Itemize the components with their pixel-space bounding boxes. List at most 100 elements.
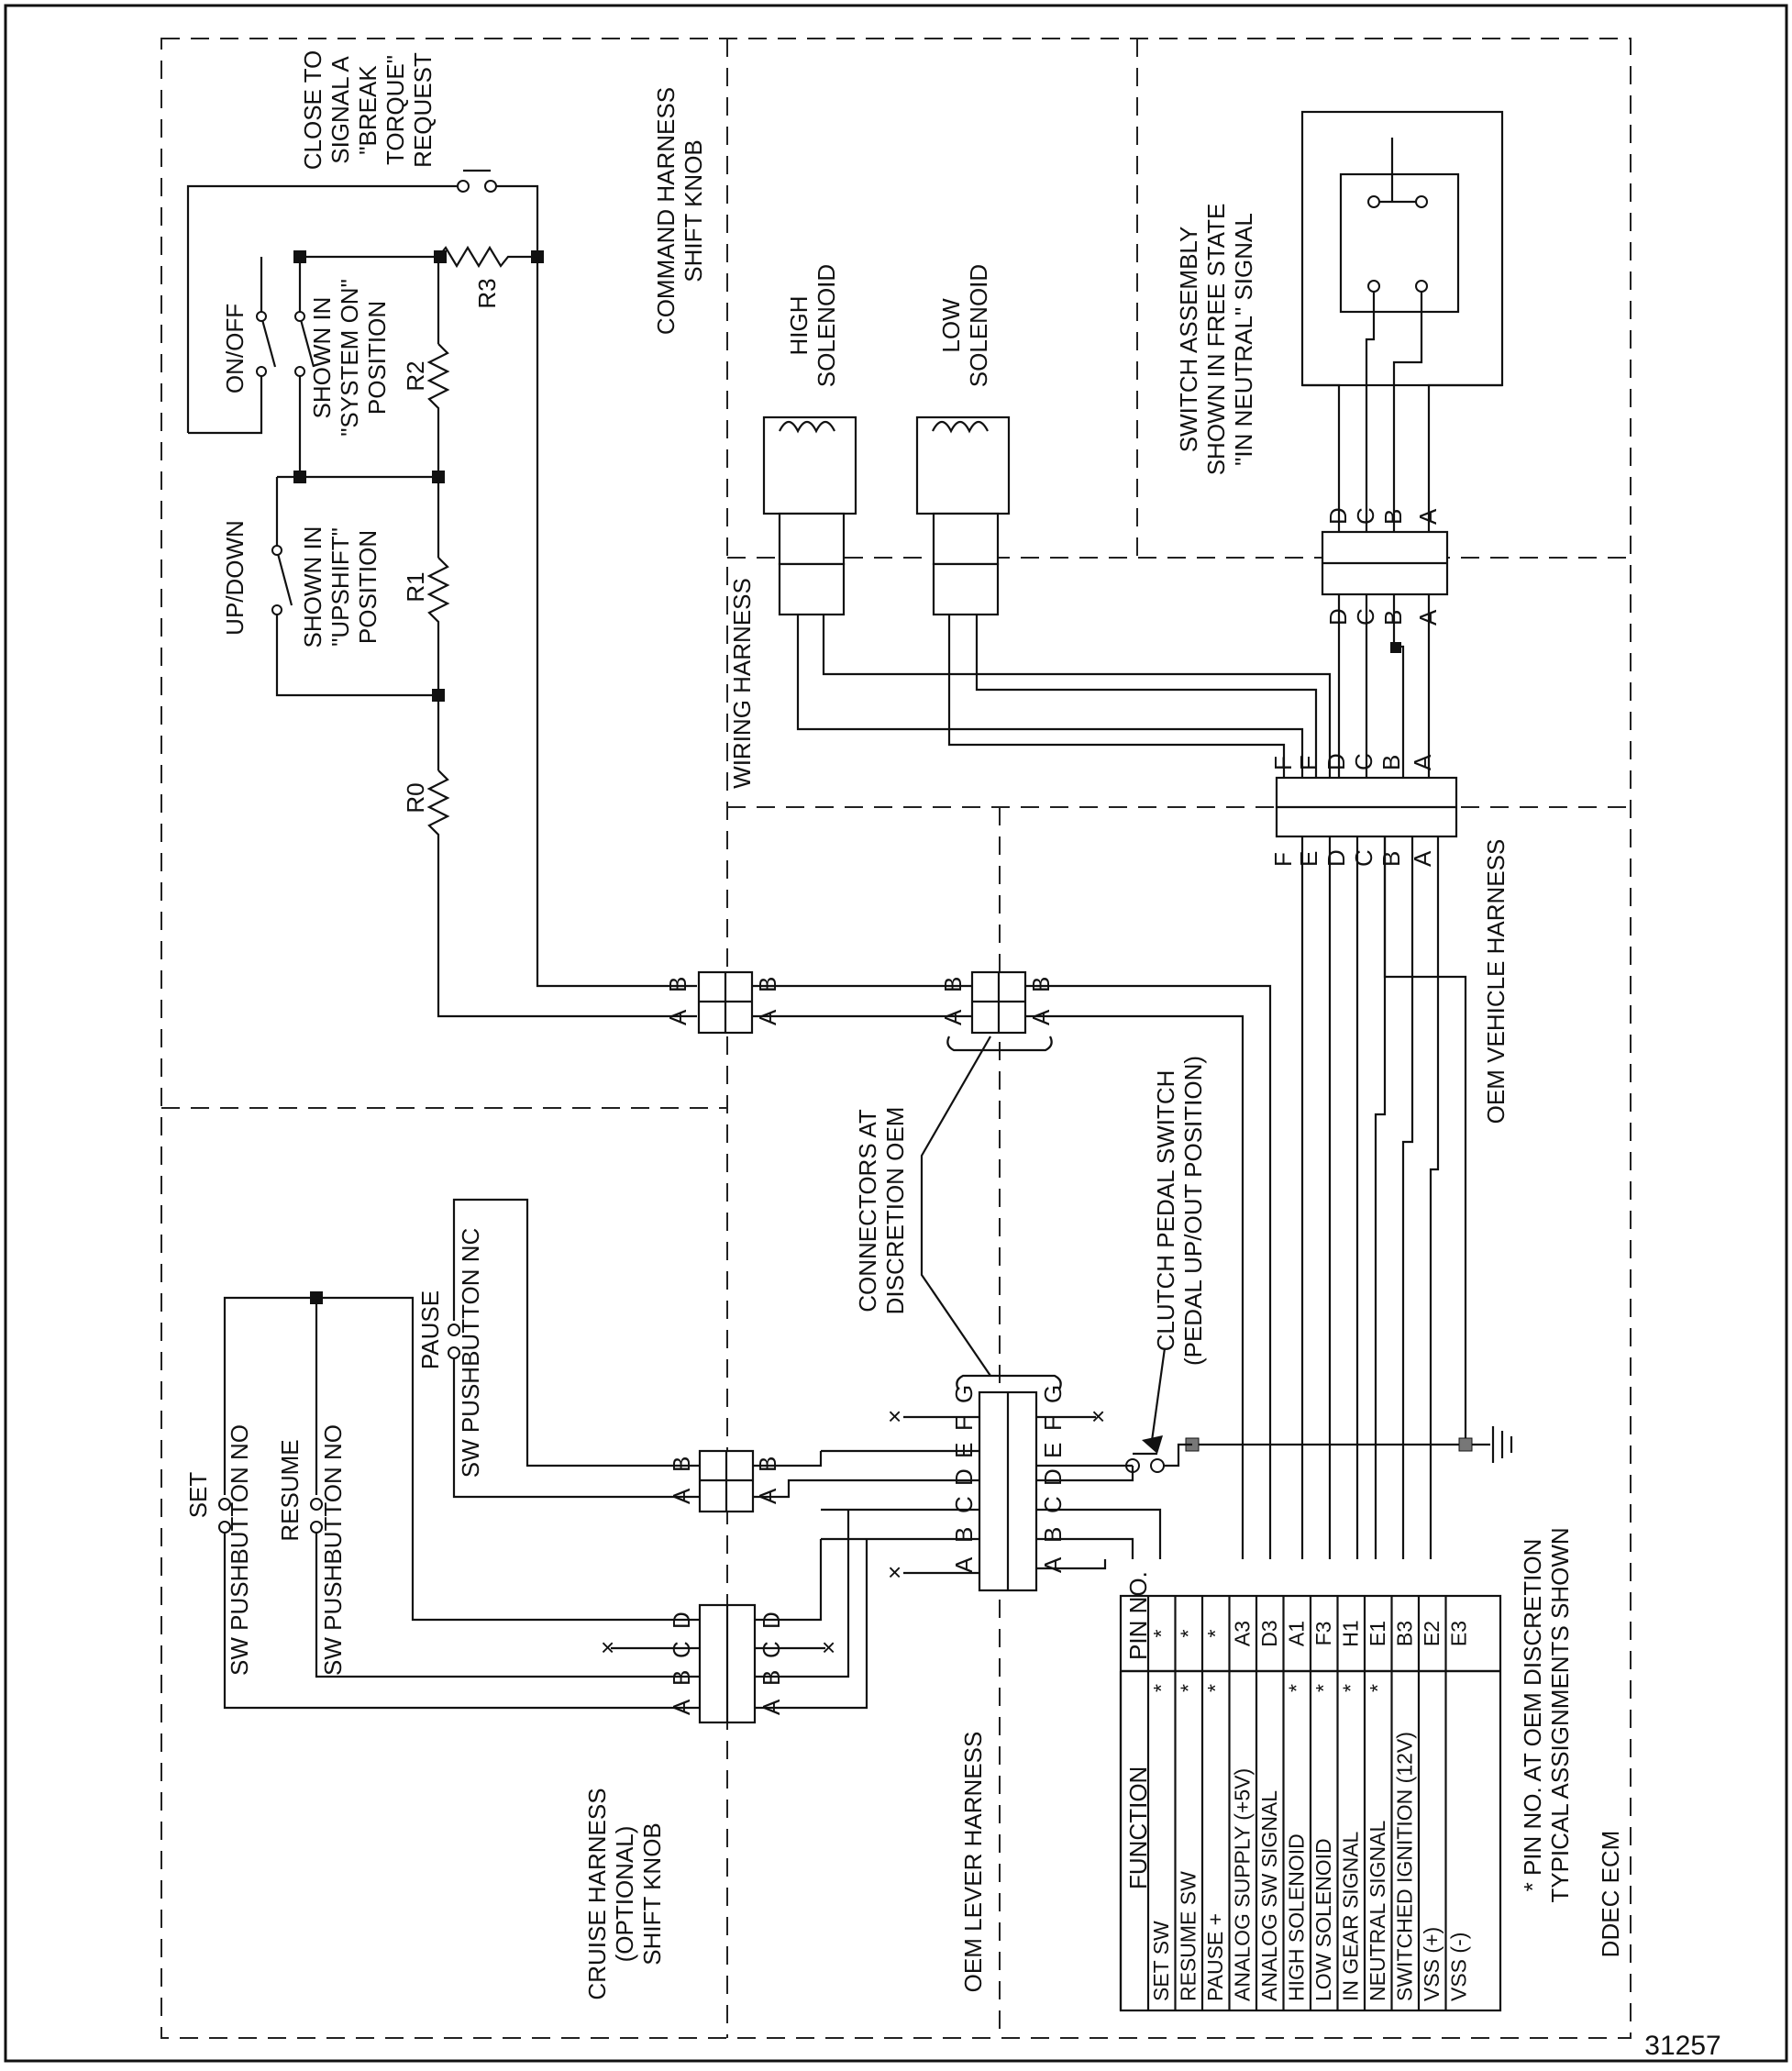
cruise-harness-circuit: × — [218, 1198, 700, 1710]
svg-text:A: A — [1409, 754, 1436, 770]
table-row-function: VSS (-) — [1447, 1933, 1471, 2001]
no-connect-mark: × — [888, 1558, 902, 1586]
label-set-pushbutton: SW PUSHBUTTON NO — [226, 1424, 253, 1676]
svg-text:E: E — [1295, 851, 1322, 867]
table-row-star: * — [1177, 1684, 1200, 1692]
table-row-pin: H1 — [1339, 1620, 1363, 1646]
svg-text:C: C — [1352, 507, 1379, 525]
label-brake-torque-request: CLOSE TOSIGNAL A"BREAKTORQUE"REQUEST — [299, 50, 437, 171]
table-row-star: * — [1339, 1684, 1363, 1692]
table-row-star: * — [1203, 1684, 1227, 1692]
label-r2: R2 — [402, 360, 429, 391]
table-row-star: * — [1285, 1684, 1309, 1692]
label-on-off: ON/OFF — [221, 304, 249, 393]
table-row-function: SET SW — [1149, 1921, 1173, 2001]
cruise-a-wire — [753, 1478, 821, 1499]
cruise-a2-wire — [755, 1539, 868, 1710]
svg-text:D: D — [1324, 608, 1352, 626]
svg-text:D: D — [1039, 1468, 1067, 1486]
table-row-pin: * — [1149, 1629, 1173, 1637]
label-pause: PAUSE — [416, 1290, 444, 1369]
svg-text:D: D — [1322, 753, 1350, 770]
svg-text:B: B — [1039, 1527, 1067, 1543]
svg-text:A: A — [1414, 508, 1442, 525]
svg-text:A: A — [939, 1009, 967, 1025]
command-harness-circuit — [186, 169, 697, 1018]
svg-text:E: E — [1295, 755, 1322, 770]
table-row-function: HIGH SOLENOID — [1285, 1833, 1309, 2001]
table-row-pin: E2 — [1420, 1621, 1444, 1646]
svg-text:E: E — [1039, 1443, 1067, 1458]
zone-label-cruise-harness: CRUISE HARNESS(OPTIONAL)SHIFT KNOB — [583, 1788, 666, 1999]
table-footnote: * PIN NO. AT OEM DISCRETIONTYPICAL ASSIG… — [1519, 1527, 1574, 1902]
high-solenoid — [762, 415, 1332, 789]
label-r0: R0 — [402, 782, 429, 813]
table-row-pin: E1 — [1366, 1621, 1389, 1646]
connector-ab-cruise: A B A B — [668, 1449, 781, 1513]
low-solenoid — [915, 415, 1318, 789]
svg-text:B: B — [668, 1670, 695, 1686]
outer-border — [4, 4, 1788, 2063]
label-set: SET — [184, 1472, 212, 1519]
connector-leader-2 — [920, 1234, 991, 1377]
svg-text:F: F — [1269, 852, 1297, 867]
no-connect-mark: × — [822, 1634, 835, 1661]
label-up-down: UP/DOWN — [221, 520, 249, 636]
zone-label-switch-assembly: SWITCH ASSEMBLYSHOWN IN FREE STATE"IN NE… — [1175, 204, 1257, 476]
table-row-function: LOW SOLENOID — [1311, 1838, 1335, 2001]
zone-label-wiring-harness: WIRING HARNESS — [728, 578, 756, 789]
table-row-function: SWITCHED IGNITION (12V) — [1393, 1732, 1417, 2001]
label-upshift: SHOWN IN"UPSHIFT"POSITION — [299, 526, 382, 648]
wire-a-to-ecm — [1025, 1014, 1244, 1559]
zone-label-command-harness: COMMAND HARNESSSHIFT KNOB — [652, 87, 707, 335]
svg-text:C: C — [1350, 849, 1377, 867]
ecm-table: FUNCTION PIN NO. SET SW**RESUME SW**PAUS… — [1119, 1571, 1502, 2012]
connector-leader-1 — [920, 1036, 991, 1234]
table-row-function: NEUTRAL SIGNAL — [1366, 1821, 1389, 2001]
table-row-pin: D3 — [1257, 1620, 1281, 1646]
vehicle-harness-wires — [1300, 836, 1467, 1559]
table-row-pin: F3 — [1311, 1622, 1335, 1646]
table-row-star: * — [1366, 1684, 1389, 1692]
svg-text:A: A — [668, 1488, 695, 1504]
svg-text:F: F — [950, 1416, 978, 1431]
svg-text:B: B — [664, 977, 691, 992]
ground — [1185, 1426, 1513, 1463]
figure-number: 31257 — [1644, 2031, 1720, 2061]
cruise-b-wire — [753, 1451, 823, 1467]
table-row-function: RESUME SW — [1177, 1871, 1200, 2001]
switch-assembly — [1300, 110, 1504, 789]
svg-text:B: B — [754, 1456, 781, 1472]
table-row-star: * — [1149, 1684, 1173, 1692]
label-high-solenoid: HIGHSOLENOID — [785, 264, 840, 387]
svg-text:B: B — [939, 977, 967, 992]
table-row-pin: * — [1203, 1629, 1227, 1637]
label-ddec-ecm: DDEC ECM — [1597, 1831, 1624, 1958]
svg-text:G: G — [1039, 1385, 1067, 1403]
connector-abcd-cruise: A B C D A B C D — [668, 1603, 785, 1724]
svg-text:B: B — [1377, 755, 1405, 770]
table-row-function: PAUSE + — [1203, 1913, 1227, 2001]
svg-text:D: D — [950, 1468, 978, 1486]
svg-text:F: F — [1039, 1416, 1067, 1431]
connector-abcdefg: A B C D E F G A B C D E F G — [950, 1374, 1067, 1592]
svg-text:B: B — [1027, 977, 1055, 992]
label-system-on: SHOWN IN"SYSTEM ON"POSITION — [308, 279, 391, 437]
table-row-function: ANALOG SW SIGNAL — [1257, 1790, 1281, 2001]
table-row-pin: A1 — [1285, 1621, 1309, 1646]
no-connect-mark: × — [888, 1402, 902, 1430]
svg-text:B: B — [1379, 610, 1407, 626]
zone-label-oem-vehicle-harness: OEM VEHICLE HARNESS — [1482, 839, 1510, 1124]
table-row-pin: E3 — [1447, 1621, 1471, 1646]
svg-text:C: C — [758, 1641, 785, 1658]
svg-text:F: F — [1269, 756, 1297, 770]
label-clutch-pedal-switch: CLUTCH PEDAL SWITCH(PEDAL UP/OUT POSITIO… — [1152, 1056, 1207, 1366]
table-row-pin: B3 — [1393, 1621, 1417, 1646]
svg-text:C: C — [950, 1496, 978, 1513]
lever-harness-wires: × × × — [821, 1402, 1162, 1586]
clutch-pedal-switch — [1125, 1347, 1192, 1473]
no-connect-mark: × — [1091, 1402, 1105, 1430]
svg-text:B: B — [668, 1456, 695, 1472]
zone-boundaries — [160, 38, 1632, 2039]
